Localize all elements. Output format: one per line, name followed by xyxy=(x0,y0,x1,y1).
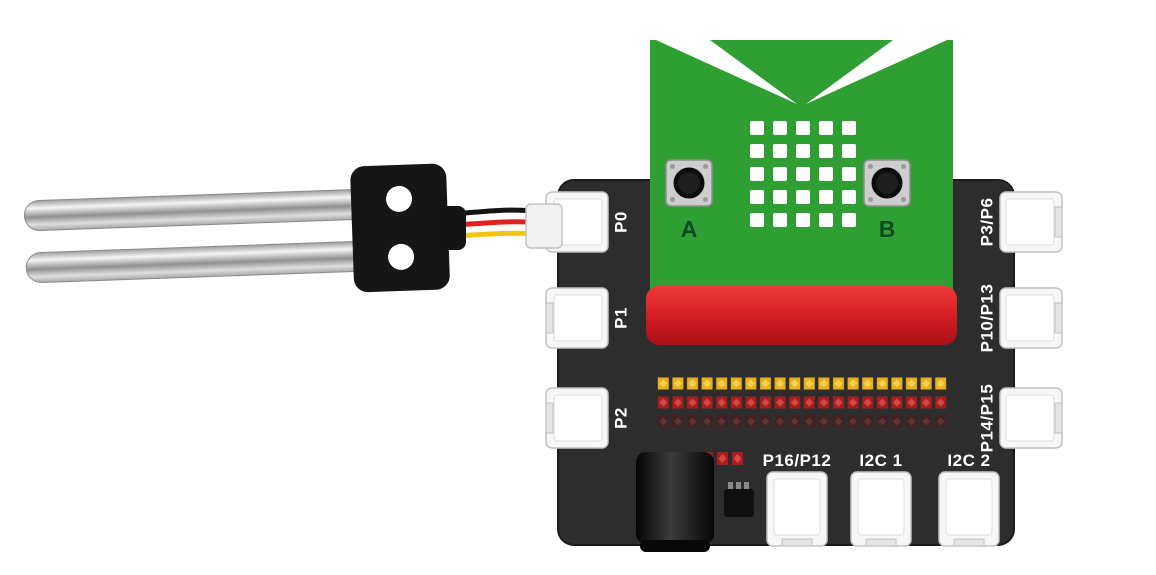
port-p14-p15-socket xyxy=(999,387,1063,449)
port-i2c-2-socket xyxy=(938,471,1000,547)
port-p3-p6-socket xyxy=(999,191,1063,253)
port-p0-label: P0 xyxy=(612,211,631,233)
pin-header-row-yellow xyxy=(656,377,948,390)
soil-moisture-sensor xyxy=(23,163,450,293)
port-i2c-1-socket xyxy=(850,471,912,547)
port-p1-socket xyxy=(545,287,609,349)
power-jack xyxy=(636,452,714,552)
microbit-notch-right xyxy=(806,40,947,104)
port-p1-label: P1 xyxy=(612,307,631,329)
button-b xyxy=(863,159,911,207)
port-p2-socket xyxy=(545,387,609,449)
sensor-body xyxy=(350,163,450,293)
edge-connector-slot xyxy=(646,286,957,345)
port-i2c-2-label: I2C 2 xyxy=(947,451,990,470)
button-a xyxy=(665,159,713,207)
port-p3-p6-label: P3/P6 xyxy=(978,198,997,247)
dip-switch xyxy=(724,482,754,517)
sensor-hole-top xyxy=(386,185,413,212)
cable-plug xyxy=(525,203,563,249)
microbit-notch-left xyxy=(656,40,797,104)
cable-sleeve xyxy=(440,206,466,250)
microbit: A B xyxy=(650,40,953,300)
port-i2c-1-label: I2C 1 xyxy=(859,451,902,470)
button-b-label: B xyxy=(879,216,896,242)
pin-header-row-red xyxy=(656,396,948,409)
pin-header-row-dark xyxy=(656,415,948,428)
port-p10-p13-label: P10/P13 xyxy=(978,284,997,353)
sensor-hole-bottom xyxy=(388,243,415,270)
button-a-label: A xyxy=(681,216,698,242)
led-matrix xyxy=(750,121,856,227)
port-p16-p12-socket xyxy=(766,471,828,547)
port-p10-p13-socket xyxy=(999,287,1063,349)
port-p16-p12-label: P16/P12 xyxy=(763,451,832,470)
port-p14-p15-label: P14/P15 xyxy=(978,384,997,453)
port-p2-label: P2 xyxy=(612,407,631,429)
